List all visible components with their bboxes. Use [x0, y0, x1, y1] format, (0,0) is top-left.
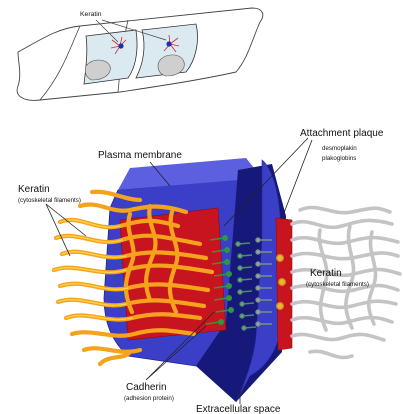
label-attachment-plaque: Attachment plaque [300, 128, 384, 139]
label-plakoglobins: plakoglobins [322, 155, 356, 162]
label-keratin-left-sub: (cytoskeletal filaments) [18, 197, 81, 204]
label-keratin-right: Keratin [310, 268, 342, 279]
label-plasma-membrane: Plasma membrane [98, 150, 182, 161]
label-cadherin-sub: (adhesion protein) [124, 395, 174, 402]
inset-cells: Keratin [17, 8, 263, 100]
label-extracellular-space: Extracellular space [196, 404, 281, 414]
label-keratin-right-sub: (cytoskeletal filaments) [306, 281, 369, 288]
label-desmoplakin: desmoplakin [322, 145, 357, 152]
desmosome-main [54, 158, 400, 402]
inset-keratin-label: Keratin [80, 11, 102, 18]
inset-cell-outline [17, 8, 263, 100]
label-keratin-left: Keratin [18, 184, 50, 195]
leader-keratin-left [46, 204, 86, 256]
label-cadherin: Cadherin [126, 382, 167, 393]
